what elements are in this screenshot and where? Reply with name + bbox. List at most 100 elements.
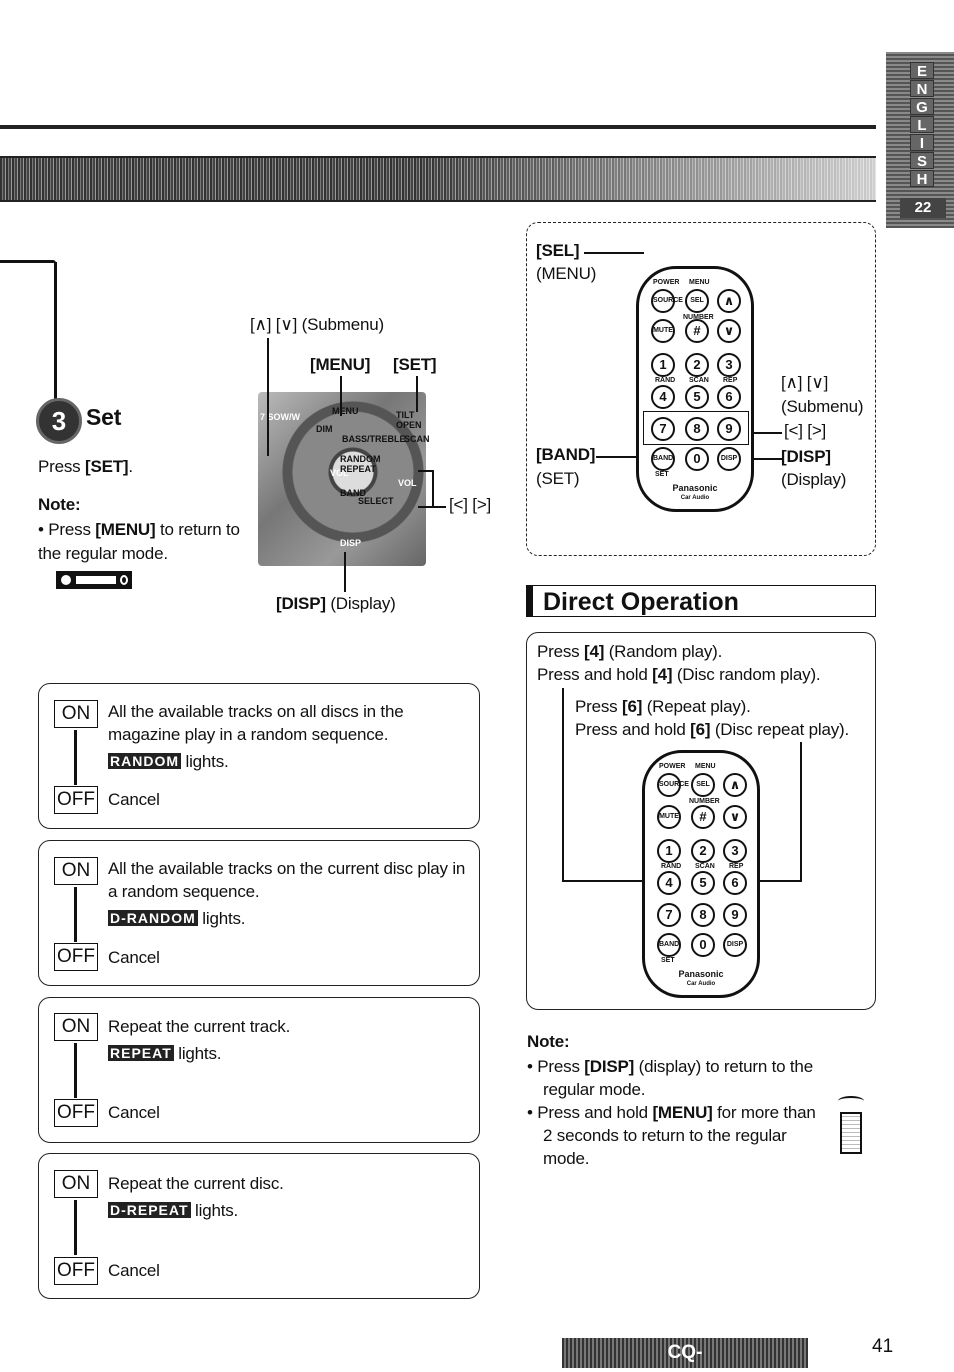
button-7[interactable]: 7	[651, 417, 675, 441]
down-button[interactable]: ∨	[717, 319, 741, 343]
note-label: Note:	[38, 495, 81, 514]
mode-box-disc-random	[38, 840, 480, 986]
button-1[interactable]: 1	[657, 839, 681, 863]
key-label: [SET]	[84, 457, 129, 476]
remote-label-display: (Display)	[781, 470, 847, 489]
remote-icon	[840, 1112, 862, 1154]
remote-label-arrows: [∧] [∨]	[781, 373, 829, 392]
note-bullet: • Press and hold [MENU] for more than 2 …	[527, 1101, 827, 1170]
brand-subtitle: Car Audio	[686, 981, 716, 987]
disp-button[interactable]: DISP	[723, 933, 747, 957]
photo-label: TILT OPEN	[396, 410, 422, 430]
mode-box-disc-repeat	[38, 1153, 480, 1299]
lcd-indicator: RANDOM	[108, 753, 181, 769]
button-6[interactable]: 6	[723, 871, 747, 895]
remote-label: NUMBER	[683, 314, 714, 321]
text: Press	[575, 697, 622, 716]
source-button[interactable]: SOURCE	[651, 289, 683, 313]
text: Press and hold	[537, 1103, 653, 1122]
button-1[interactable]: 1	[651, 353, 675, 377]
page-number: 41	[872, 1336, 894, 1357]
number-button[interactable]: #	[691, 805, 715, 829]
callout-set: [SET]	[393, 355, 437, 374]
mute-button[interactable]: MUTE	[651, 319, 675, 343]
callout-disp: [DISP] (Display)	[276, 594, 396, 614]
key-label: [4]	[583, 642, 605, 661]
off-indicator: OFF	[54, 1257, 98, 1285]
button-6[interactable]: 6	[717, 385, 741, 409]
button-4[interactable]: 4	[651, 385, 675, 409]
sel-button[interactable]: SEL	[691, 773, 715, 797]
on-indicator: ON	[54, 700, 98, 728]
photo-label: VOL	[330, 468, 349, 478]
key-label: [6]	[621, 697, 643, 716]
step-instruction: Press [SET].	[38, 457, 133, 477]
mode-description: All the available tracks on all discs in…	[108, 702, 404, 744]
text: lights.	[197, 909, 246, 928]
text: (display) to return to the regular mode.	[543, 1057, 813, 1099]
button-3[interactable]: 3	[723, 839, 747, 863]
lcd-indicator: REPEAT	[108, 1045, 174, 1061]
number-button[interactable]: #	[685, 319, 709, 343]
text: Press and hold	[537, 665, 653, 684]
remote-control: POWER MENU SOURCE SEL ∧ NUMBER MUTE # ∨ …	[636, 266, 754, 512]
button-4[interactable]: 4	[657, 871, 681, 895]
leader-line	[800, 742, 802, 882]
note-text: • Press [MENU] to return to the regular …	[38, 518, 248, 566]
down-button[interactable]: ∨	[723, 805, 747, 829]
mode-lights: D-REPEAT lights.	[108, 1199, 238, 1222]
text: Press	[537, 1057, 585, 1076]
button-3[interactable]: 3	[717, 353, 741, 377]
band-button[interactable]: BAND	[651, 447, 675, 471]
remote-label: SCAN	[689, 377, 709, 384]
mode-description: Repeat the current track.	[108, 1017, 291, 1036]
remote-label-sel: [SEL]	[536, 241, 580, 260]
photo-label: MENU	[332, 406, 359, 416]
key-label: [MENU]	[95, 520, 156, 539]
button-9[interactable]: 9	[717, 417, 741, 441]
remote-control-direct: POWER MENU SOURCE SEL ∧ NUMBER MUTE # ∨ …	[642, 750, 760, 998]
button-7[interactable]: 7	[657, 903, 681, 927]
model-number-bar: CQ-C8400/8300/8200/8100U	[562, 1338, 808, 1368]
title-bar	[0, 156, 876, 202]
button-5[interactable]: 5	[691, 871, 715, 895]
mode-cancel: Cancel	[108, 1103, 160, 1122]
button-0[interactable]: 0	[685, 447, 709, 471]
button-0[interactable]: 0	[691, 933, 715, 957]
remote-label: RAND	[655, 377, 676, 384]
button-2[interactable]: 2	[691, 839, 715, 863]
head-unit-photo: 7 SOW/W MENU TILT OPEN DIM BASS/TREBLE V…	[258, 392, 430, 566]
text: (Random play).	[604, 642, 723, 661]
remote-label: POWER	[659, 763, 686, 770]
remote-label: REP	[723, 377, 738, 384]
brand-subtitle: Car Audio	[680, 495, 710, 501]
button-8[interactable]: 8	[685, 417, 709, 441]
up-button[interactable]: ∧	[723, 773, 747, 797]
sel-button[interactable]: SEL	[685, 289, 709, 313]
button-8[interactable]: 8	[691, 903, 715, 927]
key-label: [DISP]	[276, 594, 326, 613]
key-label: [4]	[652, 665, 673, 684]
band-button[interactable]: BAND	[657, 933, 681, 957]
disp-button[interactable]: DISP	[717, 447, 741, 471]
brand-logo: Panasonic	[678, 969, 724, 979]
direct-line: Press [6] (Repeat play).	[575, 697, 751, 717]
button-9[interactable]: 9	[723, 903, 747, 927]
brand-logo: Panasonic	[672, 483, 718, 493]
photo-label: BAND	[340, 488, 366, 498]
note-label: Note:	[527, 1032, 570, 1051]
mode-box-repeat	[38, 997, 480, 1143]
photo-label: 7 SOW/W	[260, 412, 300, 422]
remote-label: NUMBER	[689, 798, 720, 805]
button-2[interactable]: 2	[685, 353, 709, 377]
remote-label-submenu: (Submenu)	[781, 397, 864, 416]
source-button[interactable]: SOURCE	[657, 773, 689, 797]
up-button[interactable]: ∧	[717, 289, 741, 313]
remote-label: RAND	[661, 863, 682, 870]
photo-label: RANDOM REPEAT	[340, 454, 381, 474]
remote-label-set: (SET)	[536, 469, 580, 488]
remote-label-lr: [<] [>]	[784, 421, 827, 440]
mute-button[interactable]: MUTE	[657, 805, 681, 829]
button-5[interactable]: 5	[685, 385, 709, 409]
lang-letter: G	[910, 98, 934, 116]
